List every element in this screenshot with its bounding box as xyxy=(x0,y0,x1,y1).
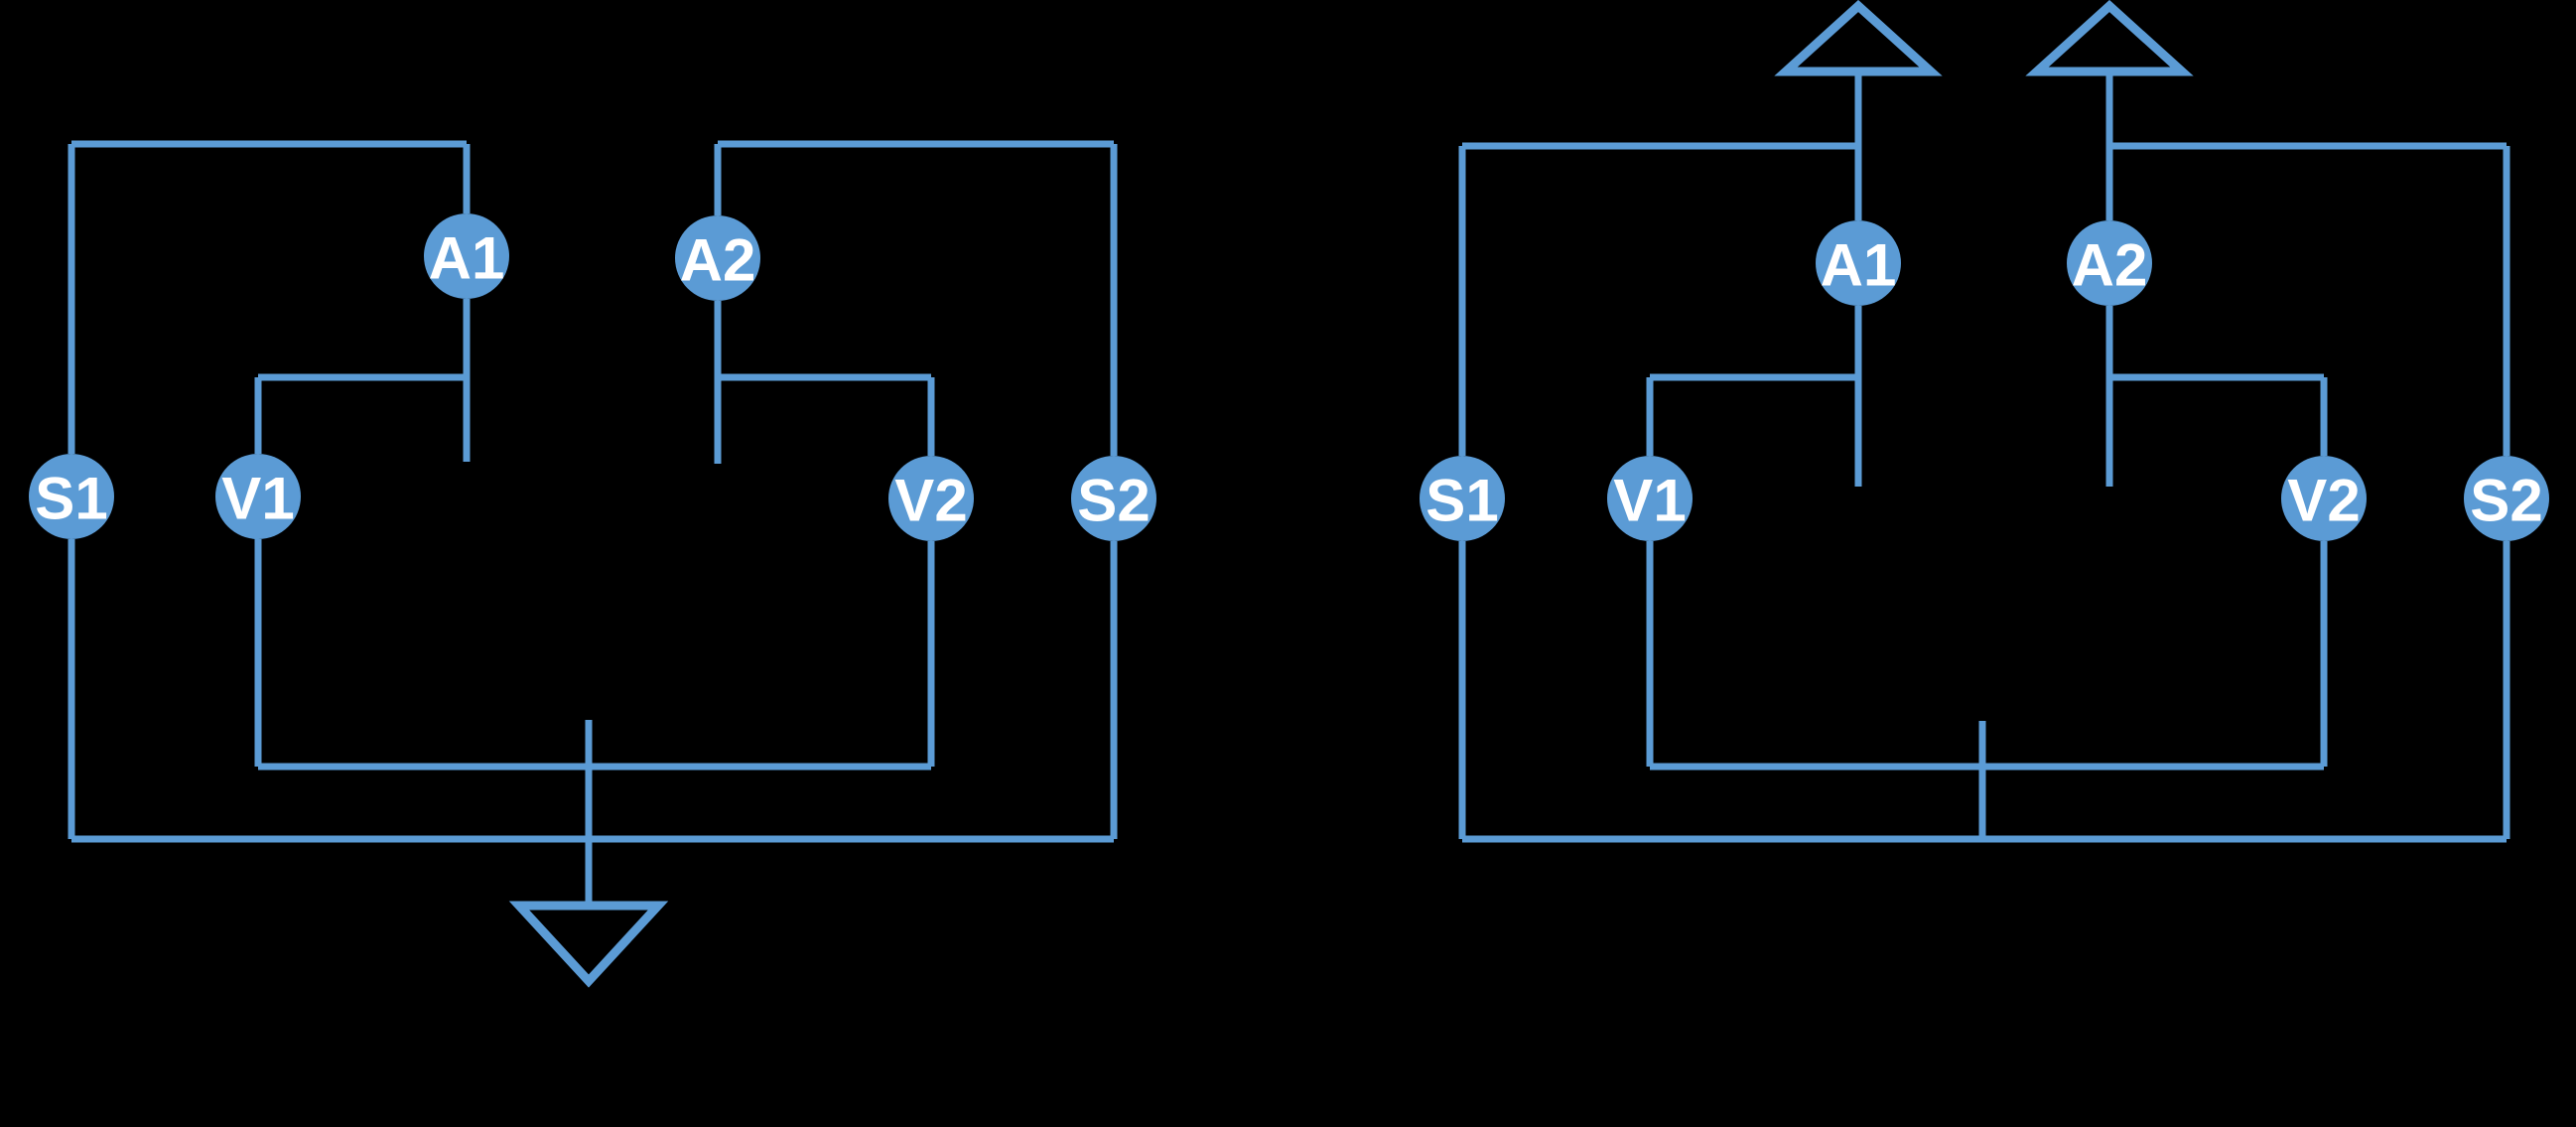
node-circle[interactable] xyxy=(2067,220,2152,306)
circuit-node[interactable]: V1 xyxy=(215,454,301,539)
node-circle[interactable] xyxy=(2464,456,2549,541)
node-circle[interactable] xyxy=(2281,456,2367,541)
node-circle[interactable] xyxy=(1071,456,1156,541)
circuit-node[interactable]: V2 xyxy=(888,456,974,541)
node-circle[interactable] xyxy=(888,456,974,541)
circuit-node[interactable]: S1 xyxy=(1420,456,1505,541)
circuit-node[interactable]: A2 xyxy=(675,215,760,301)
circuit-node[interactable]: S1 xyxy=(29,454,114,539)
circuit-node[interactable]: V1 xyxy=(1607,456,1693,541)
up-arrow-symbol xyxy=(1774,0,1943,76)
symbols-layer xyxy=(508,0,2194,988)
circuit-node[interactable]: A1 xyxy=(1816,220,1901,306)
circuit-node[interactable]: S2 xyxy=(2464,456,2549,541)
node-circle[interactable] xyxy=(215,454,301,539)
node-circle[interactable] xyxy=(29,454,114,539)
ground-symbol xyxy=(508,901,669,988)
node-circle[interactable] xyxy=(675,215,760,301)
circuit-node[interactable]: A1 xyxy=(424,213,509,299)
circuit-node[interactable]: V2 xyxy=(2281,456,2367,541)
node-circle[interactable] xyxy=(1420,456,1505,541)
circuit-node[interactable]: A2 xyxy=(2067,220,2152,306)
wires-layer xyxy=(68,71,2510,906)
node-circle[interactable] xyxy=(424,213,509,299)
circuit-node[interactable]: S2 xyxy=(1071,456,1156,541)
up-arrow-symbol xyxy=(2025,0,2194,76)
node-circle[interactable] xyxy=(1607,456,1693,541)
node-circle[interactable] xyxy=(1816,220,1901,306)
